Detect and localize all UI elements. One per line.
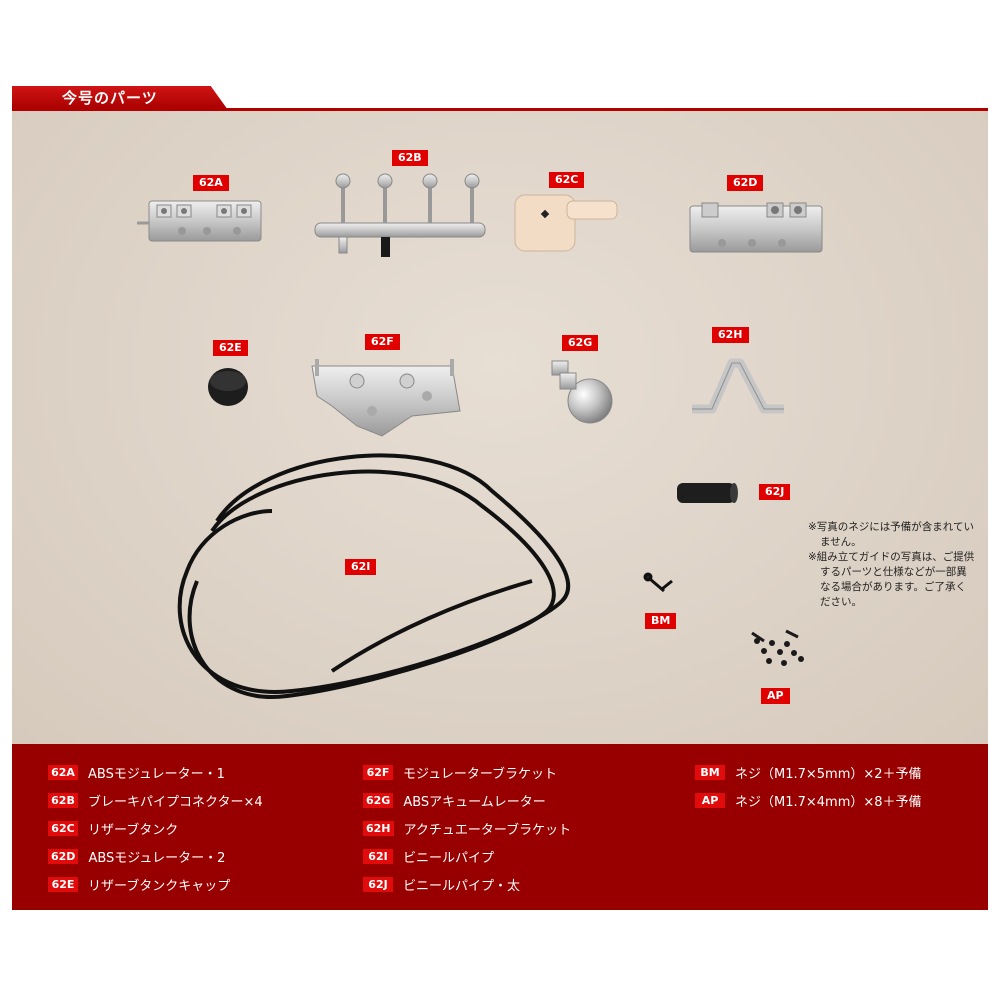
legend-code: 62G (363, 792, 394, 808)
parts-legend: 62A ABSモジュレーター・1 62B ブレーキパイプコネクター×4 62C … (12, 744, 988, 910)
legend-item: 62G ABSアキュームレーター (363, 791, 546, 810)
part-62g (551, 360, 613, 424)
legend-item: 62I ビニールパイプ (363, 847, 495, 866)
legend-name: ABSモジュレーター・2 (88, 850, 226, 866)
part-bm (643, 572, 673, 593)
part-62c (514, 194, 618, 252)
legend-item: 62E リザーブタンクキャップ (48, 875, 231, 894)
legend-name: ブレーキパイプコネクター×4 (88, 794, 263, 810)
part-62h (692, 358, 784, 414)
label-62j: 62J (759, 484, 791, 500)
part-62d (689, 202, 823, 253)
legend-code: 62C (48, 820, 78, 836)
part-62e (208, 368, 248, 406)
part-62j (677, 483, 738, 503)
note-screws: ※写真のネジには予備が含まれていません。 (808, 521, 974, 548)
legend-code: 62F (363, 764, 393, 780)
legend-name: ビニールパイプ (403, 850, 495, 866)
legend-item: 62H アクチュエーターブラケット (363, 819, 572, 838)
legend-name: ネジ（M1.7×5mm）×2＋予備 (735, 766, 922, 782)
label-62b: 62B (392, 150, 428, 166)
label-62a: 62A (193, 175, 229, 191)
legend-name: リザーブタンクキャップ (88, 878, 231, 894)
legend-code: 62A (48, 764, 78, 780)
parts-photo: 62A 62B 62C 62D 62E 62F 62G 62H 62I 62J … (12, 111, 988, 744)
part-62a (137, 200, 262, 242)
part-62b (314, 173, 486, 257)
section-title: 今号のパーツ (12, 86, 228, 110)
legend-name: ネジ（M1.7×4mm）×8＋予備 (735, 794, 922, 810)
label-62e: 62E (213, 340, 248, 356)
legend-code: 62I (363, 848, 393, 864)
label-bm: BM (645, 613, 677, 629)
legend-item: BM ネジ（M1.7×5mm）×2＋予備 (695, 763, 922, 782)
legend-name: リザーブタンク (88, 822, 179, 838)
legend-name: ABSモジュレーター・1 (88, 766, 225, 782)
legend-name: モジュレーターブラケット (403, 766, 558, 782)
legend-name: ABSアキュームレーター (403, 794, 546, 810)
legend-code: 62H (363, 820, 394, 836)
label-62f: 62F (365, 334, 400, 350)
legend-item: AP ネジ（M1.7×4mm）×8＋予備 (695, 791, 922, 810)
legend-code: AP (695, 792, 725, 808)
legend-item: 62J ビニールパイプ・太 (363, 875, 521, 894)
label-62h: 62H (712, 327, 749, 343)
legend-code: 62D (48, 848, 79, 864)
legend-item: 62B ブレーキパイプコネクター×4 (48, 791, 263, 810)
legend-code: 62E (48, 876, 78, 892)
legend-code: BM (695, 764, 725, 780)
label-62g: 62G (562, 335, 599, 351)
label-62i: 62I (345, 559, 377, 575)
label-62d: 62D (727, 175, 764, 191)
part-62f (311, 359, 461, 437)
label-ap: AP (761, 688, 790, 704)
label-62c: 62C (549, 172, 585, 188)
notes: ※写真のネジには予備が含まれていません。 ※組み立てガイドの写真は、ご提供するパ… (808, 520, 976, 610)
legend-item: 62A ABSモジュレーター・1 (48, 763, 225, 782)
legend-item: 62C リザーブタンク (48, 819, 179, 838)
note-guide: ※組み立てガイドの写真は、ご提供するパーツと仕様などが一部異なる場合があります。… (808, 551, 975, 608)
legend-code: 62B (48, 792, 78, 808)
legend-name: ビニールパイプ・太 (403, 878, 521, 894)
part-ap (751, 629, 804, 666)
legend-name: アクチュエーターブラケット (403, 822, 572, 838)
parts-illustration (137, 173, 823, 700)
header-divider (12, 108, 988, 111)
legend-item: 62F モジュレーターブラケット (363, 763, 558, 782)
legend-code: 62J (363, 876, 393, 892)
part-62i (177, 453, 571, 700)
legend-item: 62D ABSモジュレーター・2 (48, 847, 226, 866)
